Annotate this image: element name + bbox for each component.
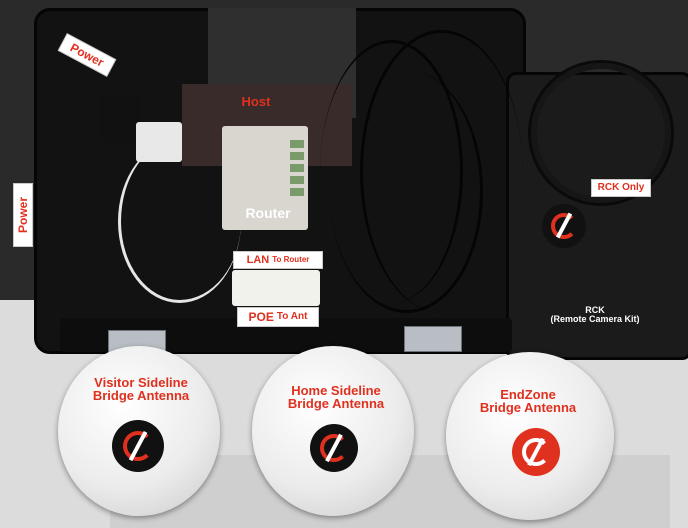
visitor-antenna-label: Visitor Sideline Bridge Antenna bbox=[86, 376, 196, 403]
rck-label-line1: RCK bbox=[585, 305, 605, 315]
rck-label: RCK (Remote Camera Kit) bbox=[540, 305, 650, 325]
visitor-label-line1: Visitor Sideline bbox=[94, 375, 188, 390]
brand-logo-icon bbox=[112, 420, 164, 472]
power-cable bbox=[118, 140, 241, 303]
router-ports bbox=[290, 140, 304, 200]
visitor-label-line2: Bridge Antenna bbox=[92, 388, 190, 404]
rck-label-line2: (Remote Camera Kit) bbox=[550, 314, 640, 325]
host-label: Host bbox=[241, 94, 271, 109]
mount-bracket bbox=[404, 326, 462, 352]
power-side-label: Power bbox=[14, 184, 32, 246]
poe-injector bbox=[232, 270, 320, 306]
rck-only-label: RCK Only bbox=[592, 180, 650, 196]
endzone-antenna-label: EndZone Bridge Antenna bbox=[470, 388, 586, 415]
coiled-cable bbox=[528, 60, 674, 206]
brand-logo-icon bbox=[512, 428, 560, 476]
brand-logo-icon bbox=[310, 424, 358, 472]
lan-label: LAN To Router bbox=[234, 252, 322, 268]
endzone-label-line1: EndZone bbox=[500, 387, 556, 402]
lan-label-main: LAN bbox=[246, 253, 270, 266]
poe-label-sub: To Ant bbox=[276, 311, 308, 322]
home-label-line2: Bridge Antenna bbox=[287, 396, 385, 412]
home-antenna-label: Home Sideline Bridge Antenna bbox=[278, 384, 394, 411]
home-label-line1: Home Sideline bbox=[291, 383, 381, 398]
brand-logo-icon bbox=[542, 204, 586, 248]
lan-label-sub: To Router bbox=[272, 255, 310, 264]
router-label: Router bbox=[245, 205, 291, 221]
poe-label: POE To Ant bbox=[238, 308, 318, 326]
ethernet-cable bbox=[330, 70, 483, 313]
endzone-label-line2: Bridge Antenna bbox=[479, 400, 577, 416]
power-adapter bbox=[100, 94, 140, 142]
poe-label-main: POE bbox=[248, 310, 274, 324]
